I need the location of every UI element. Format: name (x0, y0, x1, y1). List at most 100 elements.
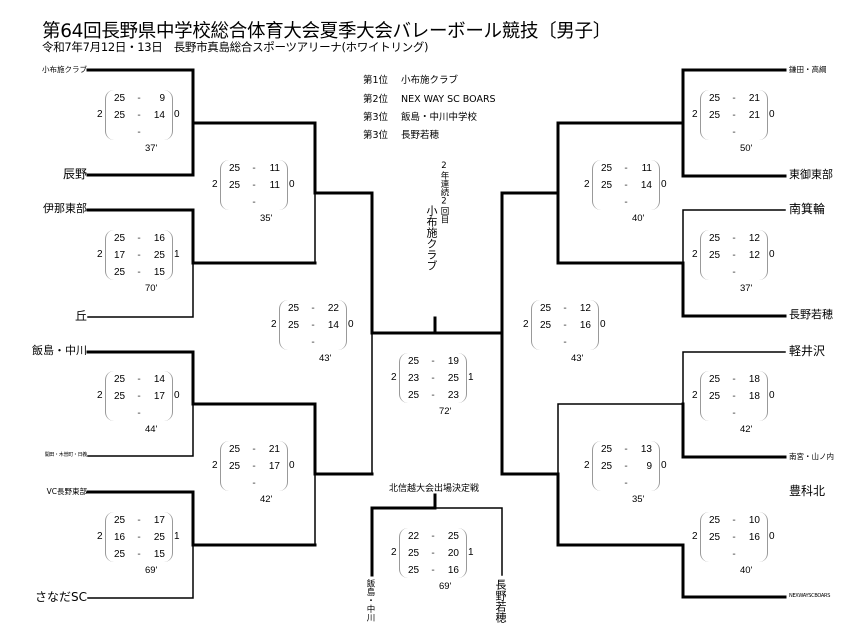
third-place-right-team: 長野若穂 (494, 579, 507, 623)
match-duration: 69' (439, 581, 452, 592)
dash (135, 388, 143, 405)
set-score-row: 25 12 (531, 300, 597, 317)
score-bracket (592, 441, 660, 491)
set-score-winner: 25 (114, 93, 126, 104)
loser-sets: 0 (769, 531, 775, 542)
match-score-r1c: 2 0 25 18 25 18 42' (692, 371, 775, 435)
set-score-row: 25 15 (105, 546, 171, 563)
loser-sets: 0 (174, 109, 180, 120)
team-name: 長野若穂 (789, 308, 833, 321)
ranking-4: 第3位長野若穂 (363, 127, 439, 141)
set-score-loser: 19 (447, 356, 459, 367)
dash (730, 388, 738, 405)
dash (622, 177, 630, 194)
team-name: 南宮・山ノ内 (789, 451, 834, 461)
winner-sets: 2 (97, 249, 103, 260)
set-score-row: 25 14 (105, 371, 171, 388)
dash (730, 512, 738, 529)
set-score-row: 25 16 (531, 317, 597, 334)
team-name: 丘 (74, 308, 87, 323)
set-score-loser: 14 (153, 374, 165, 385)
match-score-r2b: 2 0 25 13 25 9 35' (584, 441, 667, 505)
match-score-r2a: 2 0 25 11 25 14 40' (584, 160, 667, 224)
set-score-loser: 14 (327, 320, 339, 331)
loser-sets: 0 (600, 319, 606, 330)
winner-sets: 2 (692, 109, 698, 120)
set-score-loser: 23 (447, 390, 459, 401)
set-score-row (279, 334, 345, 351)
score-bracket (399, 528, 467, 578)
set-score-winner: 16 (114, 532, 126, 543)
dash (429, 528, 437, 545)
dash (429, 387, 437, 404)
set-score-winner: 25 (709, 250, 721, 261)
set-score-winner: 25 (601, 444, 613, 455)
set-score-winner: 25 (709, 515, 721, 526)
dash (561, 300, 569, 317)
match-score-r1a: 2 0 25 21 25 21 50' (692, 90, 775, 154)
dash (309, 317, 317, 334)
dash (135, 405, 143, 422)
score-bracket (220, 441, 288, 491)
set-score-row: 25 9 (592, 458, 658, 475)
set-score-winner: 25 (114, 110, 126, 121)
set-score-winner: 25 (114, 391, 126, 402)
team-name: NEXWAYSCBOARS (789, 593, 831, 599)
dash (135, 371, 143, 388)
dash (730, 124, 738, 141)
set-score-winner: 25 (408, 390, 420, 401)
winner-sets: 2 (212, 460, 218, 471)
team-name: 東御東部 (789, 168, 833, 181)
score-bracket (105, 90, 173, 140)
set-score-row: 23 25 (399, 370, 465, 387)
loser-sets: 1 (174, 249, 180, 260)
match-score-r1d: 2 0 25 10 25 16 40' (692, 512, 775, 576)
team-name: 南箕輪 (789, 201, 826, 216)
set-score-loser: 18 (748, 374, 760, 385)
loser-sets: 0 (769, 249, 775, 260)
page-title: 第64回長野県中学校総合体育大会夏季大会バレーボール競技〔男子〕 (42, 21, 611, 42)
set-score-loser: 25 (447, 373, 459, 384)
dash (730, 107, 738, 124)
set-score-winner: 25 (229, 163, 241, 174)
set-score-row: 25 16 (399, 562, 465, 579)
dash (561, 334, 569, 351)
winner-sets: 2 (584, 460, 590, 471)
dash (730, 546, 738, 563)
set-score-row (220, 194, 286, 211)
score-bracket (105, 371, 173, 421)
score-bracket (279, 300, 347, 350)
dash (135, 546, 143, 563)
rank-team: NEX WAY SC BOARS (401, 94, 496, 105)
loser-sets: 0 (769, 109, 775, 120)
dash (730, 371, 738, 388)
third-place-left-team: 飯島・中川 (365, 579, 375, 622)
dash (250, 441, 258, 458)
set-score-row: 25 11 (220, 160, 286, 177)
set-score-row (105, 405, 171, 422)
set-score-row: 25 23 (399, 387, 465, 404)
match-duration: 42' (740, 424, 753, 435)
dash (250, 194, 258, 211)
set-score-row (700, 546, 766, 563)
loser-sets: 1 (174, 531, 180, 542)
set-score-row: 25 17 (105, 388, 171, 405)
rank-label: 第3位 (363, 112, 389, 123)
set-score-loser: 10 (748, 515, 760, 526)
winner-sets: 2 (97, 531, 103, 542)
score-bracket (220, 160, 288, 210)
dash (622, 441, 630, 458)
loser-sets: 0 (289, 460, 295, 471)
dash (429, 545, 437, 562)
set-score-loser: 9 (159, 93, 165, 104)
winner-sets: 2 (391, 372, 397, 383)
set-score-loser: 11 (269, 163, 280, 174)
set-score-loser: 25 (153, 250, 165, 261)
set-score-winner: 25 (540, 320, 552, 331)
set-score-row (592, 194, 658, 211)
match-duration: 35' (632, 494, 645, 505)
set-score-row: 25 21 (700, 90, 766, 107)
set-score-loser: 20 (447, 548, 459, 559)
